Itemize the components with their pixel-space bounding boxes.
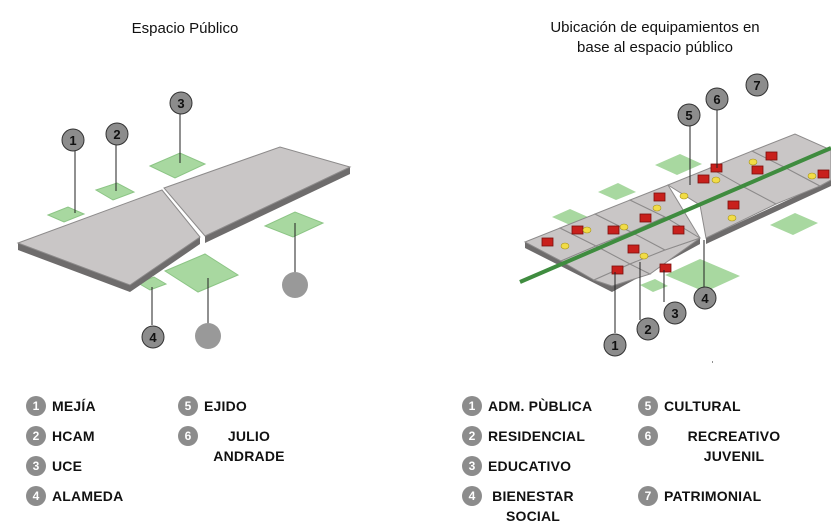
- legend-number: 2: [26, 426, 46, 446]
- legend-label: HCAM: [52, 428, 95, 444]
- plaza-tile: [628, 184, 701, 239]
- marker-2: 2: [105, 122, 129, 146]
- right-title-line2: base al espacio público: [577, 39, 733, 56]
- legend-item-educativo: 3 EDUCATIVO: [462, 456, 571, 476]
- buildings: [541, 151, 830, 275]
- legend-label-line: JUVENIL: [703, 448, 765, 464]
- svg-text:3: 3: [671, 306, 678, 321]
- legend-number: 4: [26, 486, 46, 506]
- marker-3: 3: [663, 301, 687, 325]
- legend-item-mejia: 1 MEJÍA: [26, 396, 96, 416]
- legend-label: ALAMEDA: [52, 488, 124, 504]
- svg-text:4: 4: [149, 330, 157, 345]
- right-diagram-title: Ubicación de equipamientos en base al es…: [480, 18, 830, 58]
- green-space: [770, 213, 818, 235]
- legend-item-bienestar-social: 4 BIENESTAR SOCIAL: [462, 486, 578, 526]
- legend-label: EDUCATIVO: [488, 458, 572, 474]
- legend-item-uce: 3 UCE: [26, 456, 82, 476]
- legend-item-hcam: 2 HCAM: [26, 426, 95, 446]
- legend-number: 4: [462, 486, 482, 506]
- green-space: [263, 211, 325, 238]
- legend-item-julio-andrade: 6 JULIO ANDRADE: [178, 426, 294, 466]
- svg-text:1: 1: [69, 133, 76, 148]
- svg-text:2: 2: [644, 322, 651, 337]
- plaza-slab-edge: [706, 180, 831, 244]
- right-title-line1: Ubicación de equipamientos en: [550, 19, 760, 36]
- legend-label-line: BIENESTAR: [492, 488, 574, 504]
- legend-number: 7: [638, 486, 658, 506]
- legend-label: MEJÍA: [52, 398, 96, 414]
- green-space: [665, 259, 740, 292]
- legend-number: 2: [462, 426, 482, 446]
- svg-text:2: 2: [113, 127, 120, 142]
- marker-6: 6: [705, 87, 729, 111]
- legend-item-alameda: 4 ALAMEDA: [26, 486, 123, 506]
- left-diagram-title: Espacio Público: [131, 20, 239, 37]
- green-space: [655, 154, 702, 175]
- legend-number: 3: [462, 456, 482, 476]
- green-space: [163, 253, 240, 293]
- svg-text:3: 3: [177, 96, 184, 111]
- legend-item-ejido: 5 EJIDO: [178, 396, 247, 416]
- legend-item-adm-publica: 1 ADM. PÙBLICA: [462, 396, 592, 416]
- legend-label: CULTURAL: [664, 398, 741, 414]
- green-space: [148, 152, 207, 179]
- legend-number: 5: [178, 396, 198, 416]
- green-axis: [519, 146, 831, 284]
- legend-item-residencial: 2 RESIDENCIAL: [462, 426, 585, 446]
- location-dot: [195, 323, 221, 349]
- legend-number: 3: [26, 456, 46, 476]
- marker-4: 4: [141, 325, 165, 349]
- plaza-slab-edge: [205, 167, 350, 243]
- legend-label-line: JULIO: [227, 428, 271, 444]
- right-diagram: 1 2 3 4 5 6 7: [519, 73, 831, 363]
- marker-1: 1: [603, 333, 627, 357]
- legend-label-line: ANDRADE: [213, 448, 285, 464]
- legend-label: PATRIMONIAL: [664, 488, 762, 504]
- green-space: [94, 182, 136, 201]
- green-space: [46, 206, 86, 223]
- legend-label-line: RECREATIVO: [687, 428, 781, 444]
- svg-text:7: 7: [753, 78, 760, 93]
- marker-2: 2: [636, 317, 660, 341]
- plaza-slab: [163, 146, 352, 237]
- plaza-slab-edge: [18, 237, 200, 292]
- marker-7: 7: [745, 73, 769, 97]
- legend-number: 5: [638, 396, 658, 416]
- legend-item-patrimonial: 7 PATRIMONIAL: [638, 486, 761, 506]
- legend-number: 6: [638, 426, 658, 446]
- legend-number: 1: [26, 396, 46, 416]
- legend-number: 1: [462, 396, 482, 416]
- legend-label: RESIDENCIAL: [488, 428, 586, 444]
- legend-label: EJIDO: [204, 398, 248, 414]
- legend-label: BIENESTAR SOCIAL: [488, 486, 578, 526]
- plaza-slab: [16, 189, 201, 286]
- legend-number: 6: [178, 426, 198, 446]
- yellow-dots: [560, 158, 817, 260]
- green-space: [598, 183, 636, 200]
- svg-text:1: 1: [611, 338, 618, 353]
- marker-1: 1: [61, 128, 85, 152]
- svg-text:5: 5: [685, 108, 692, 123]
- svg-text:4: 4: [701, 291, 709, 306]
- legend-label: RECREATIVO JUVENIL: [664, 426, 804, 466]
- legend-label-line: SOCIAL: [505, 508, 561, 524]
- location-dot: [282, 272, 308, 298]
- marker-4: 4: [693, 286, 717, 310]
- svg-text:6: 6: [713, 92, 720, 107]
- legend-item-recreativo-juvenil: 6 RECREATIVO JUVENIL: [638, 426, 804, 466]
- marker-3: 3: [169, 91, 193, 115]
- marker-5: 5: [677, 103, 701, 127]
- legend-label: JULIO ANDRADE: [204, 426, 294, 466]
- legend-item-cultural: 5 CULTURAL: [638, 396, 741, 416]
- legend-label: ADM. PÙBLICA: [488, 398, 593, 414]
- green-space: [640, 279, 668, 292]
- legend-label: UCE: [52, 458, 83, 474]
- left-diagram: 1 2 3 4: [16, 91, 352, 349]
